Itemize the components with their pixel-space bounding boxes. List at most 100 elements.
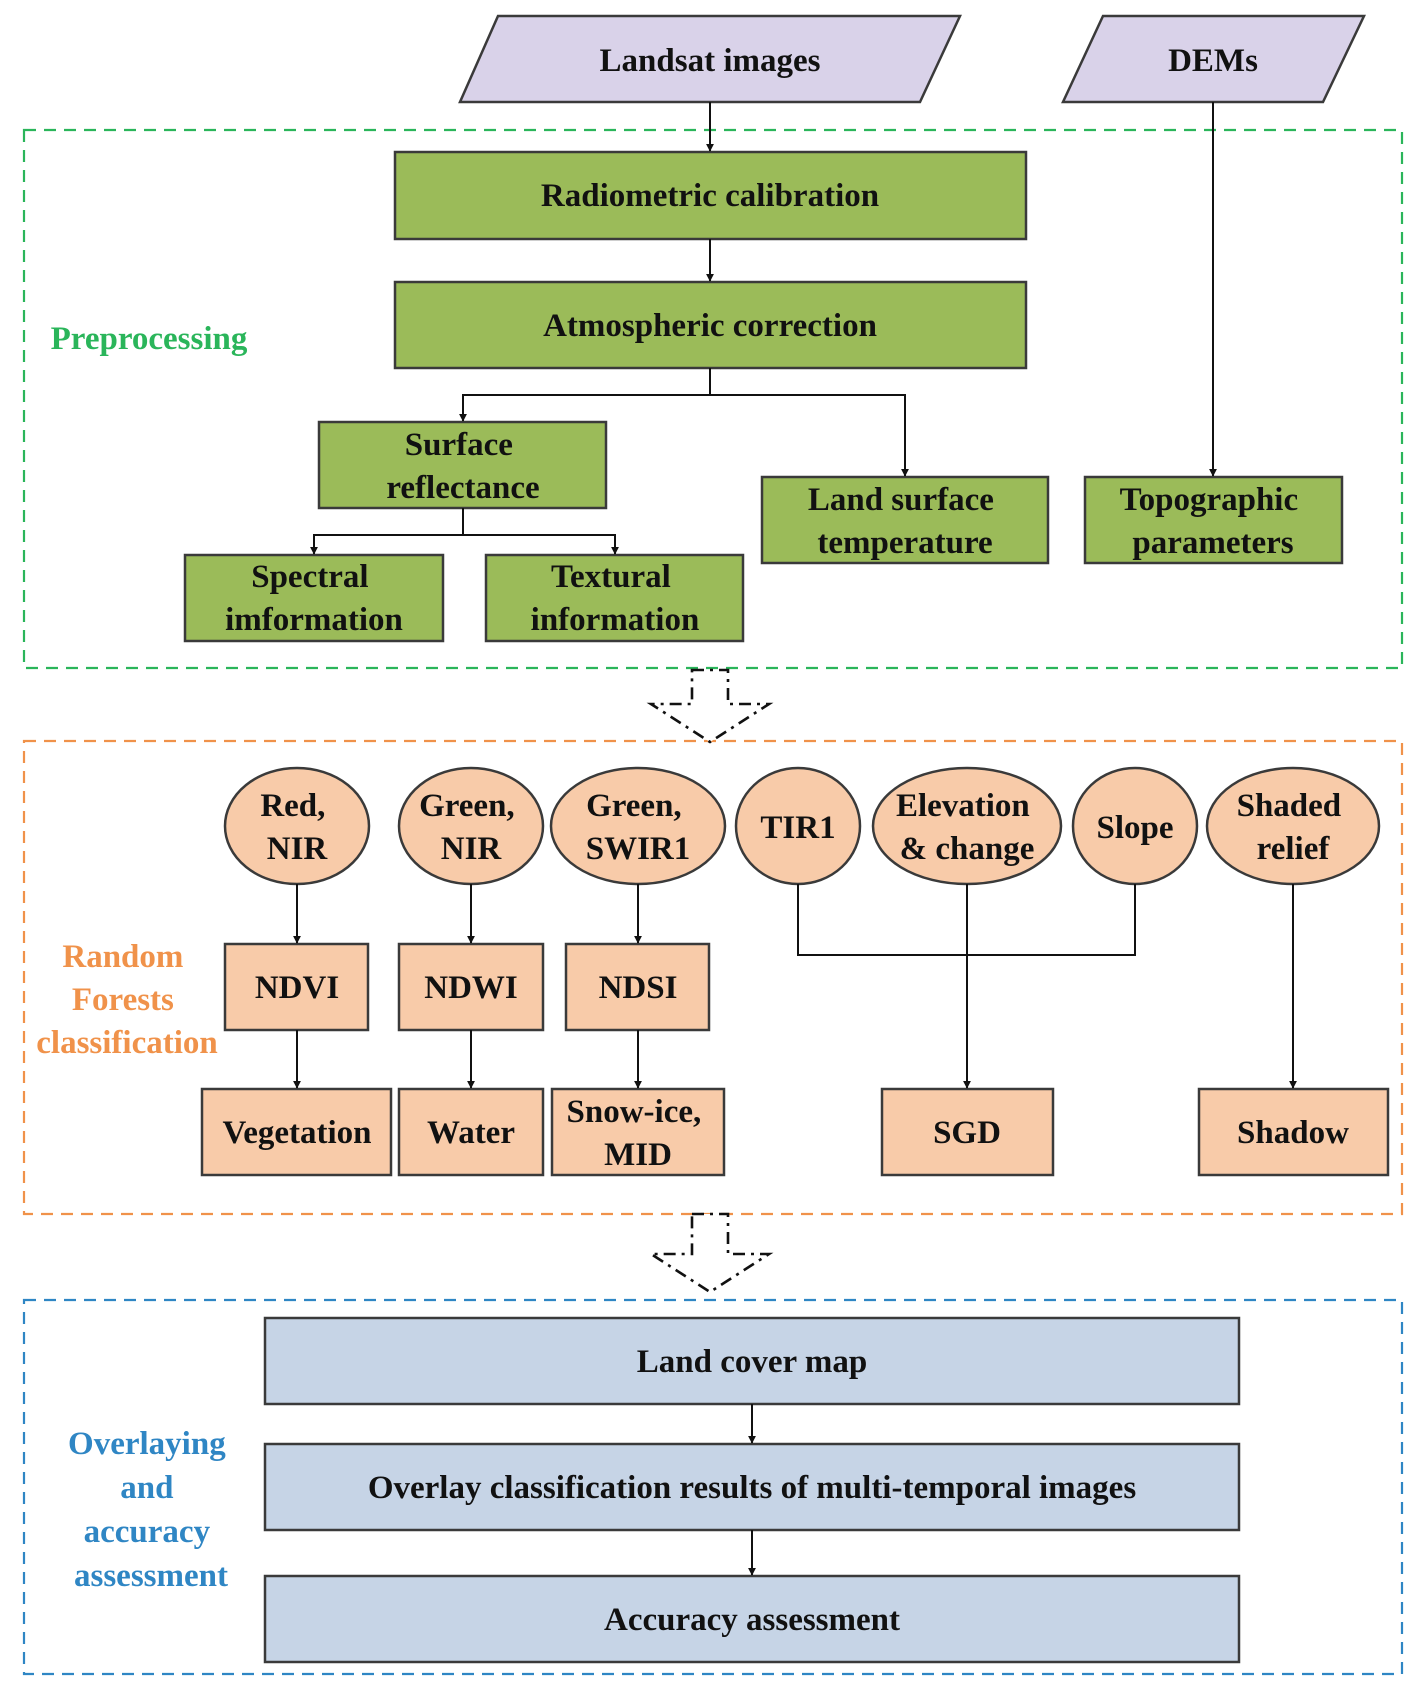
arrow-atmospheric-to-land-surface-temperature bbox=[710, 394, 909, 477]
input-green-swir1: Green, SWIR1 bbox=[549, 766, 727, 886]
textural-information-line-2: information bbox=[531, 602, 700, 638]
preprocessing-section-label: Preprocessing bbox=[51, 321, 248, 357]
textural-information-line-1: Textural bbox=[551, 559, 671, 595]
ndwi-label: NDWI bbox=[424, 970, 518, 1006]
water-box: Water bbox=[397, 1087, 545, 1177]
input-elevation-change-label: Elevation & change bbox=[896, 788, 1038, 867]
classification-label-line-3: classification bbox=[36, 1025, 217, 1061]
ndsi-shape bbox=[564, 942, 711, 1032]
input-slope-label: Slope bbox=[1096, 810, 1173, 846]
snow-ice-mid-label: Snow-ice, MID bbox=[567, 1094, 710, 1173]
accuracy-assessment-shape bbox=[263, 1574, 1241, 1664]
atmospheric-correction-label: Atmospheric correction bbox=[543, 308, 877, 344]
surface-reflectance-line-2: reflectance bbox=[386, 470, 539, 506]
topographic-parameters-label: Topographic parameters bbox=[1120, 482, 1307, 561]
spectral-information-line-1: Spectral bbox=[251, 559, 368, 595]
ndsi-label: NDSI bbox=[599, 970, 678, 1006]
sgd-box: SGD bbox=[880, 1087, 1055, 1177]
ndsi-box: NDSI bbox=[564, 942, 711, 1032]
assessment-frame bbox=[22, 1298, 1404, 1676]
transition-arrow-2 bbox=[646, 1212, 774, 1294]
topographic-parameters-line-1: Topographic bbox=[1120, 482, 1299, 518]
vegetation-box: Vegetation bbox=[200, 1087, 393, 1177]
land-surface-temperature-label: Land surface temperature bbox=[808, 482, 1002, 561]
overlay-results-label: Overlay classification results of multi-… bbox=[368, 1470, 1137, 1506]
input-green-nir-label: Green, NIR bbox=[419, 788, 523, 867]
ndvi-label: NDVI bbox=[255, 970, 339, 1006]
input-slope: Slope bbox=[1071, 766, 1199, 886]
ndvi-shape bbox=[223, 942, 370, 1032]
shadow-label: Shadow bbox=[1237, 1115, 1349, 1151]
input-red-nir-line-1: Red, bbox=[260, 788, 325, 824]
assessment-label-line-3: accuracy bbox=[84, 1514, 211, 1550]
input-green-swir1-label: Green, SWIR1 bbox=[586, 788, 691, 867]
atmospheric-correction-box: Atmospheric correction bbox=[393, 280, 1028, 370]
preprocessing-frame bbox=[22, 128, 1404, 670]
water-shape bbox=[397, 1087, 545, 1177]
topographic-parameters-box: Topographic parameters bbox=[1083, 475, 1344, 565]
input-tir1-label: TIR1 bbox=[760, 810, 835, 846]
classification-section-label: Random Forests classification bbox=[36, 939, 217, 1061]
land-cover-map-shape bbox=[263, 1316, 1241, 1406]
radiometric-calibration-shape bbox=[393, 150, 1028, 241]
assessment-label-line-1: Overlaying bbox=[68, 1426, 226, 1462]
landsat-images-label: Landsat images bbox=[600, 43, 821, 79]
input-green-swir1-line-2: SWIR1 bbox=[586, 831, 691, 867]
radiometric-calibration-label: Radiometric calibration bbox=[541, 178, 879, 214]
transition-arrow-1 bbox=[646, 668, 774, 744]
input-elevation-change-line-2: & change bbox=[900, 831, 1035, 867]
input-shaded-relief-line-2: relief bbox=[1257, 831, 1331, 867]
spectral-information-label: Spectral imformation bbox=[225, 559, 403, 638]
snow-ice-mid-shape bbox=[550, 1087, 726, 1177]
input-shaded-relief-line-1: Shaded bbox=[1237, 788, 1342, 824]
input-red-nir-label: Red, NIR bbox=[260, 788, 333, 867]
input-green-nir-line-1: Green, bbox=[419, 788, 515, 824]
textural-information-label: Textural information bbox=[531, 559, 700, 638]
ndwi-box: NDWI bbox=[397, 942, 545, 1032]
land-cover-map-label: Land cover map bbox=[637, 1344, 867, 1380]
surface-reflectance-label: Surface reflectance bbox=[386, 427, 539, 506]
spectral-information-shape bbox=[183, 553, 445, 643]
assessment-label-line-4: assessment bbox=[74, 1558, 228, 1594]
input-red-nir-line-2: NIR bbox=[267, 831, 329, 867]
dems-shape bbox=[1061, 14, 1366, 104]
dems-label: DEMs bbox=[1168, 43, 1258, 79]
snow-ice-mid-box: Snow-ice, MID bbox=[550, 1087, 726, 1177]
sgd-label: SGD bbox=[933, 1115, 1001, 1151]
land-surface-temperature-shape bbox=[760, 475, 1050, 565]
land-surface-temperature-line-1: Land surface bbox=[808, 482, 994, 518]
input-green-nir-line-2: NIR bbox=[441, 831, 503, 867]
radiometric-calibration-box: Radiometric calibration bbox=[393, 150, 1028, 241]
accuracy-assessment-box: Accuracy assessment bbox=[263, 1574, 1241, 1664]
input-shaded-relief-label: Shaded relief bbox=[1237, 788, 1350, 867]
land-cover-map-box: Land cover map bbox=[263, 1316, 1241, 1406]
land-surface-temperature-box: Land surface temperature bbox=[760, 475, 1050, 565]
textural-information-shape bbox=[484, 553, 745, 643]
classification-label-line-2: Forests bbox=[72, 982, 174, 1018]
ndvi-box: NDVI bbox=[223, 942, 370, 1032]
accuracy-assessment-label: Accuracy assessment bbox=[604, 1602, 900, 1638]
assessment-section-label: Overlaying and accuracy assessment bbox=[68, 1426, 234, 1594]
arrow-reflectance-to-spectral bbox=[310, 508, 464, 555]
input-green-swir1-line-1: Green, bbox=[586, 788, 682, 824]
assessment-label-line-2: and bbox=[120, 1470, 173, 1506]
classification-label-line-1: Random bbox=[62, 939, 183, 975]
water-label: Water bbox=[427, 1115, 515, 1151]
textural-information-box: Textural information bbox=[484, 553, 745, 643]
snow-ice-mid-line-1: Snow-ice, bbox=[567, 1094, 702, 1130]
input-elevation-change-line-1: Elevation bbox=[896, 788, 1030, 824]
overlay-results-box: Overlay classification results of multi-… bbox=[263, 1442, 1241, 1532]
landsat-images-shape bbox=[458, 14, 962, 104]
land-surface-temperature-line-2: temperature bbox=[817, 525, 992, 561]
surface-reflectance-box: Surface reflectance bbox=[317, 420, 608, 510]
vegetation-shape bbox=[200, 1087, 393, 1177]
spectral-information-box: Spectral imformation bbox=[183, 553, 445, 643]
topographic-parameters-shape bbox=[1083, 475, 1344, 565]
arrow-reflectance-to-textural bbox=[463, 534, 619, 555]
input-red-nir: Red, NIR bbox=[223, 766, 371, 886]
input-shaded-relief: Shaded relief bbox=[1205, 766, 1381, 886]
spectral-information-line-2: imformation bbox=[225, 602, 403, 638]
input-tir1: TIR1 bbox=[734, 766, 862, 886]
shadow-box: Shadow bbox=[1197, 1087, 1390, 1177]
